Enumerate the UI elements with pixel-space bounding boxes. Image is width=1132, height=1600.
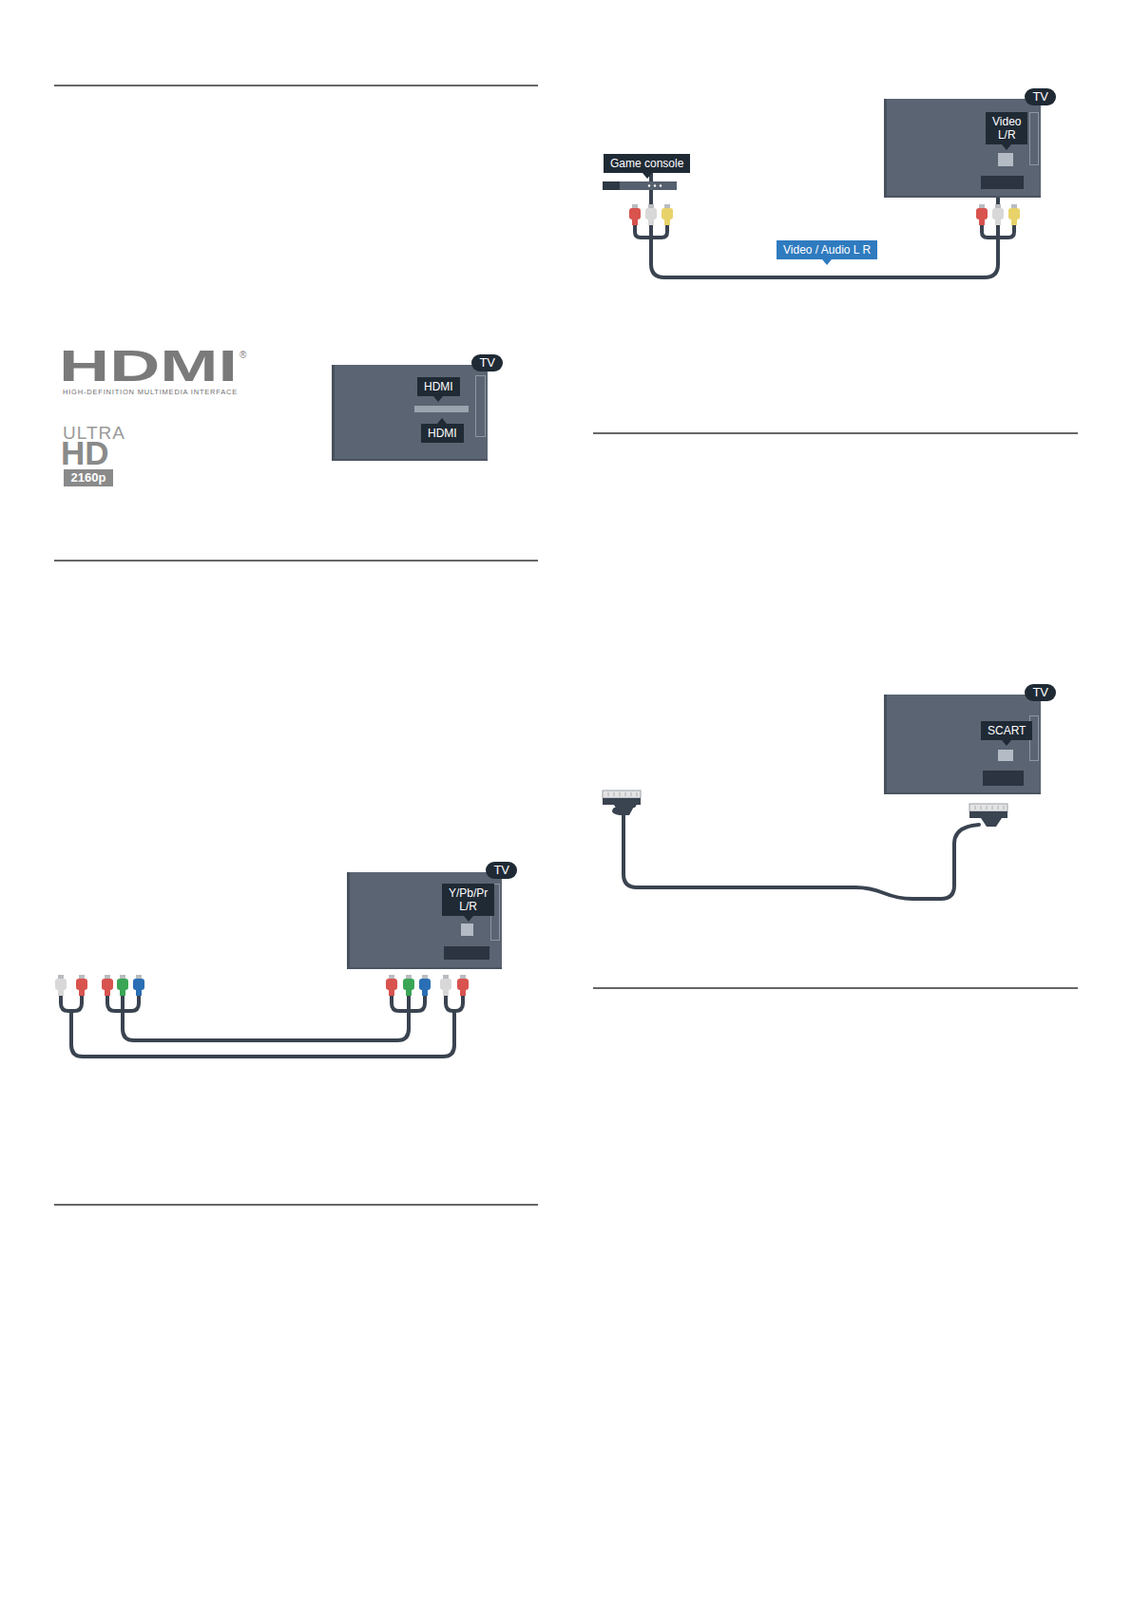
tv-port [982,770,1024,787]
callout-pointer [1001,740,1012,747]
tv-badge: TV [471,354,503,372]
callout-pointer [642,172,653,179]
callout-pointer [437,418,447,424]
scart-cable [602,790,1008,900]
registered-mark: ® [239,350,247,361]
callout-text: HDMI [427,426,458,441]
tv-panel: TVSCART [883,694,1041,795]
av-plugs [629,204,1020,226]
port-callout: HDMI [421,423,464,443]
logo-subtitle: HIGH-DEFINITION MULTIMEDIA INTERFACE [62,388,238,397]
tv-panel: TVY/Pb/Pr L/R [346,872,502,970]
port-callout: Video L/R [985,112,1028,145]
tv-side-strip [475,375,486,438]
callout-text: Video L/R [992,115,1021,142]
av-cable-ends [634,225,1015,238]
port-callout: SCART [980,721,1033,741]
section-rules [54,85,1078,1206]
tv-port [997,749,1014,762]
callout-pointer [433,396,443,403]
component-cable [60,996,463,1057]
tv-port [997,153,1014,167]
callout-pointer [1001,144,1012,151]
cable-label-text: Video / Audio L R [783,243,871,257]
callout-pointer [822,259,832,266]
tv-panel: TVHDMIHDMI [331,364,488,461]
tv-port [460,923,474,937]
logo-wordmark: HDMI [58,344,238,388]
callout-text: Y/Pb/Pr L/R [448,886,488,914]
callout-pointer [463,916,474,922]
callout-text: HDMI [423,380,454,394]
callout-text: Game console [610,156,684,171]
tv-port [414,405,469,413]
hd-text: HD [60,436,110,470]
game-console-device [602,181,677,191]
port-callout: Y/Pb/Pr L/R [441,883,495,917]
port-callout: HDMI [417,377,461,397]
tv-badge: TV [1024,684,1056,702]
tv-port [980,175,1024,190]
tv-port [443,946,490,960]
cable-label: Video / Audio L R [776,240,878,260]
device-label: Game console [603,153,691,173]
resolution-badge: 2160p [63,469,114,487]
tv-side-strip [1029,112,1039,166]
callout-text: SCART [987,724,1026,738]
tv-badge: TV [1024,88,1056,106]
tv-badge: TV [485,862,518,880]
tv-panel: TVVideo L/R [883,98,1041,198]
scart-pins [608,792,1004,810]
rca-plugs [55,975,469,997]
